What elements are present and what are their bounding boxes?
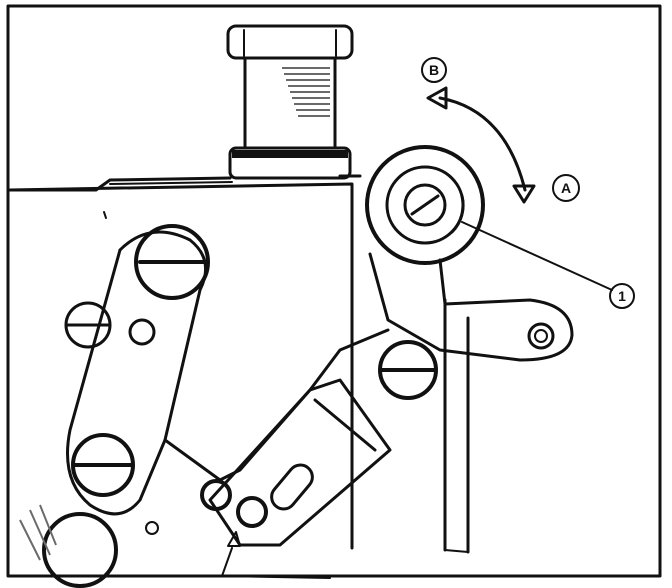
callout-1-leader xyxy=(461,221,613,291)
left-screw-upper xyxy=(64,301,112,349)
outer-frame xyxy=(6,4,662,578)
main-block xyxy=(8,182,354,550)
lower-tiny-hole xyxy=(145,521,159,535)
machine-top-shadow xyxy=(109,181,233,185)
lever-bottom-screw xyxy=(71,433,135,497)
lever-top-screw xyxy=(134,224,210,300)
right-pivot-outer xyxy=(527,322,555,350)
knob-thread-hatching xyxy=(282,67,330,117)
callout-b-label: B xyxy=(429,62,439,78)
bottom-pointer-arrow xyxy=(221,531,331,579)
callout-a-label: A xyxy=(561,180,571,196)
middle-screw xyxy=(378,340,438,400)
stray-mark xyxy=(103,211,107,219)
lower-pin-right xyxy=(236,496,268,528)
rotation-direction-arrow xyxy=(426,86,536,204)
callout-direction-a: A xyxy=(552,174,580,202)
right-link-arm xyxy=(368,252,574,362)
callout-part-1: 1 xyxy=(461,221,635,309)
main-lever xyxy=(66,230,390,516)
right-pivot-inner xyxy=(534,329,548,343)
bottom-left-roller xyxy=(19,504,118,588)
eccentric-disc xyxy=(365,145,485,265)
lower-pin-left xyxy=(200,479,232,511)
callout-1-label: 1 xyxy=(618,288,626,304)
callout-direction-b: B xyxy=(421,57,447,83)
left-small-hole xyxy=(128,318,156,346)
adjusting-knob xyxy=(226,24,354,180)
vertical-guide-plate xyxy=(443,298,470,554)
